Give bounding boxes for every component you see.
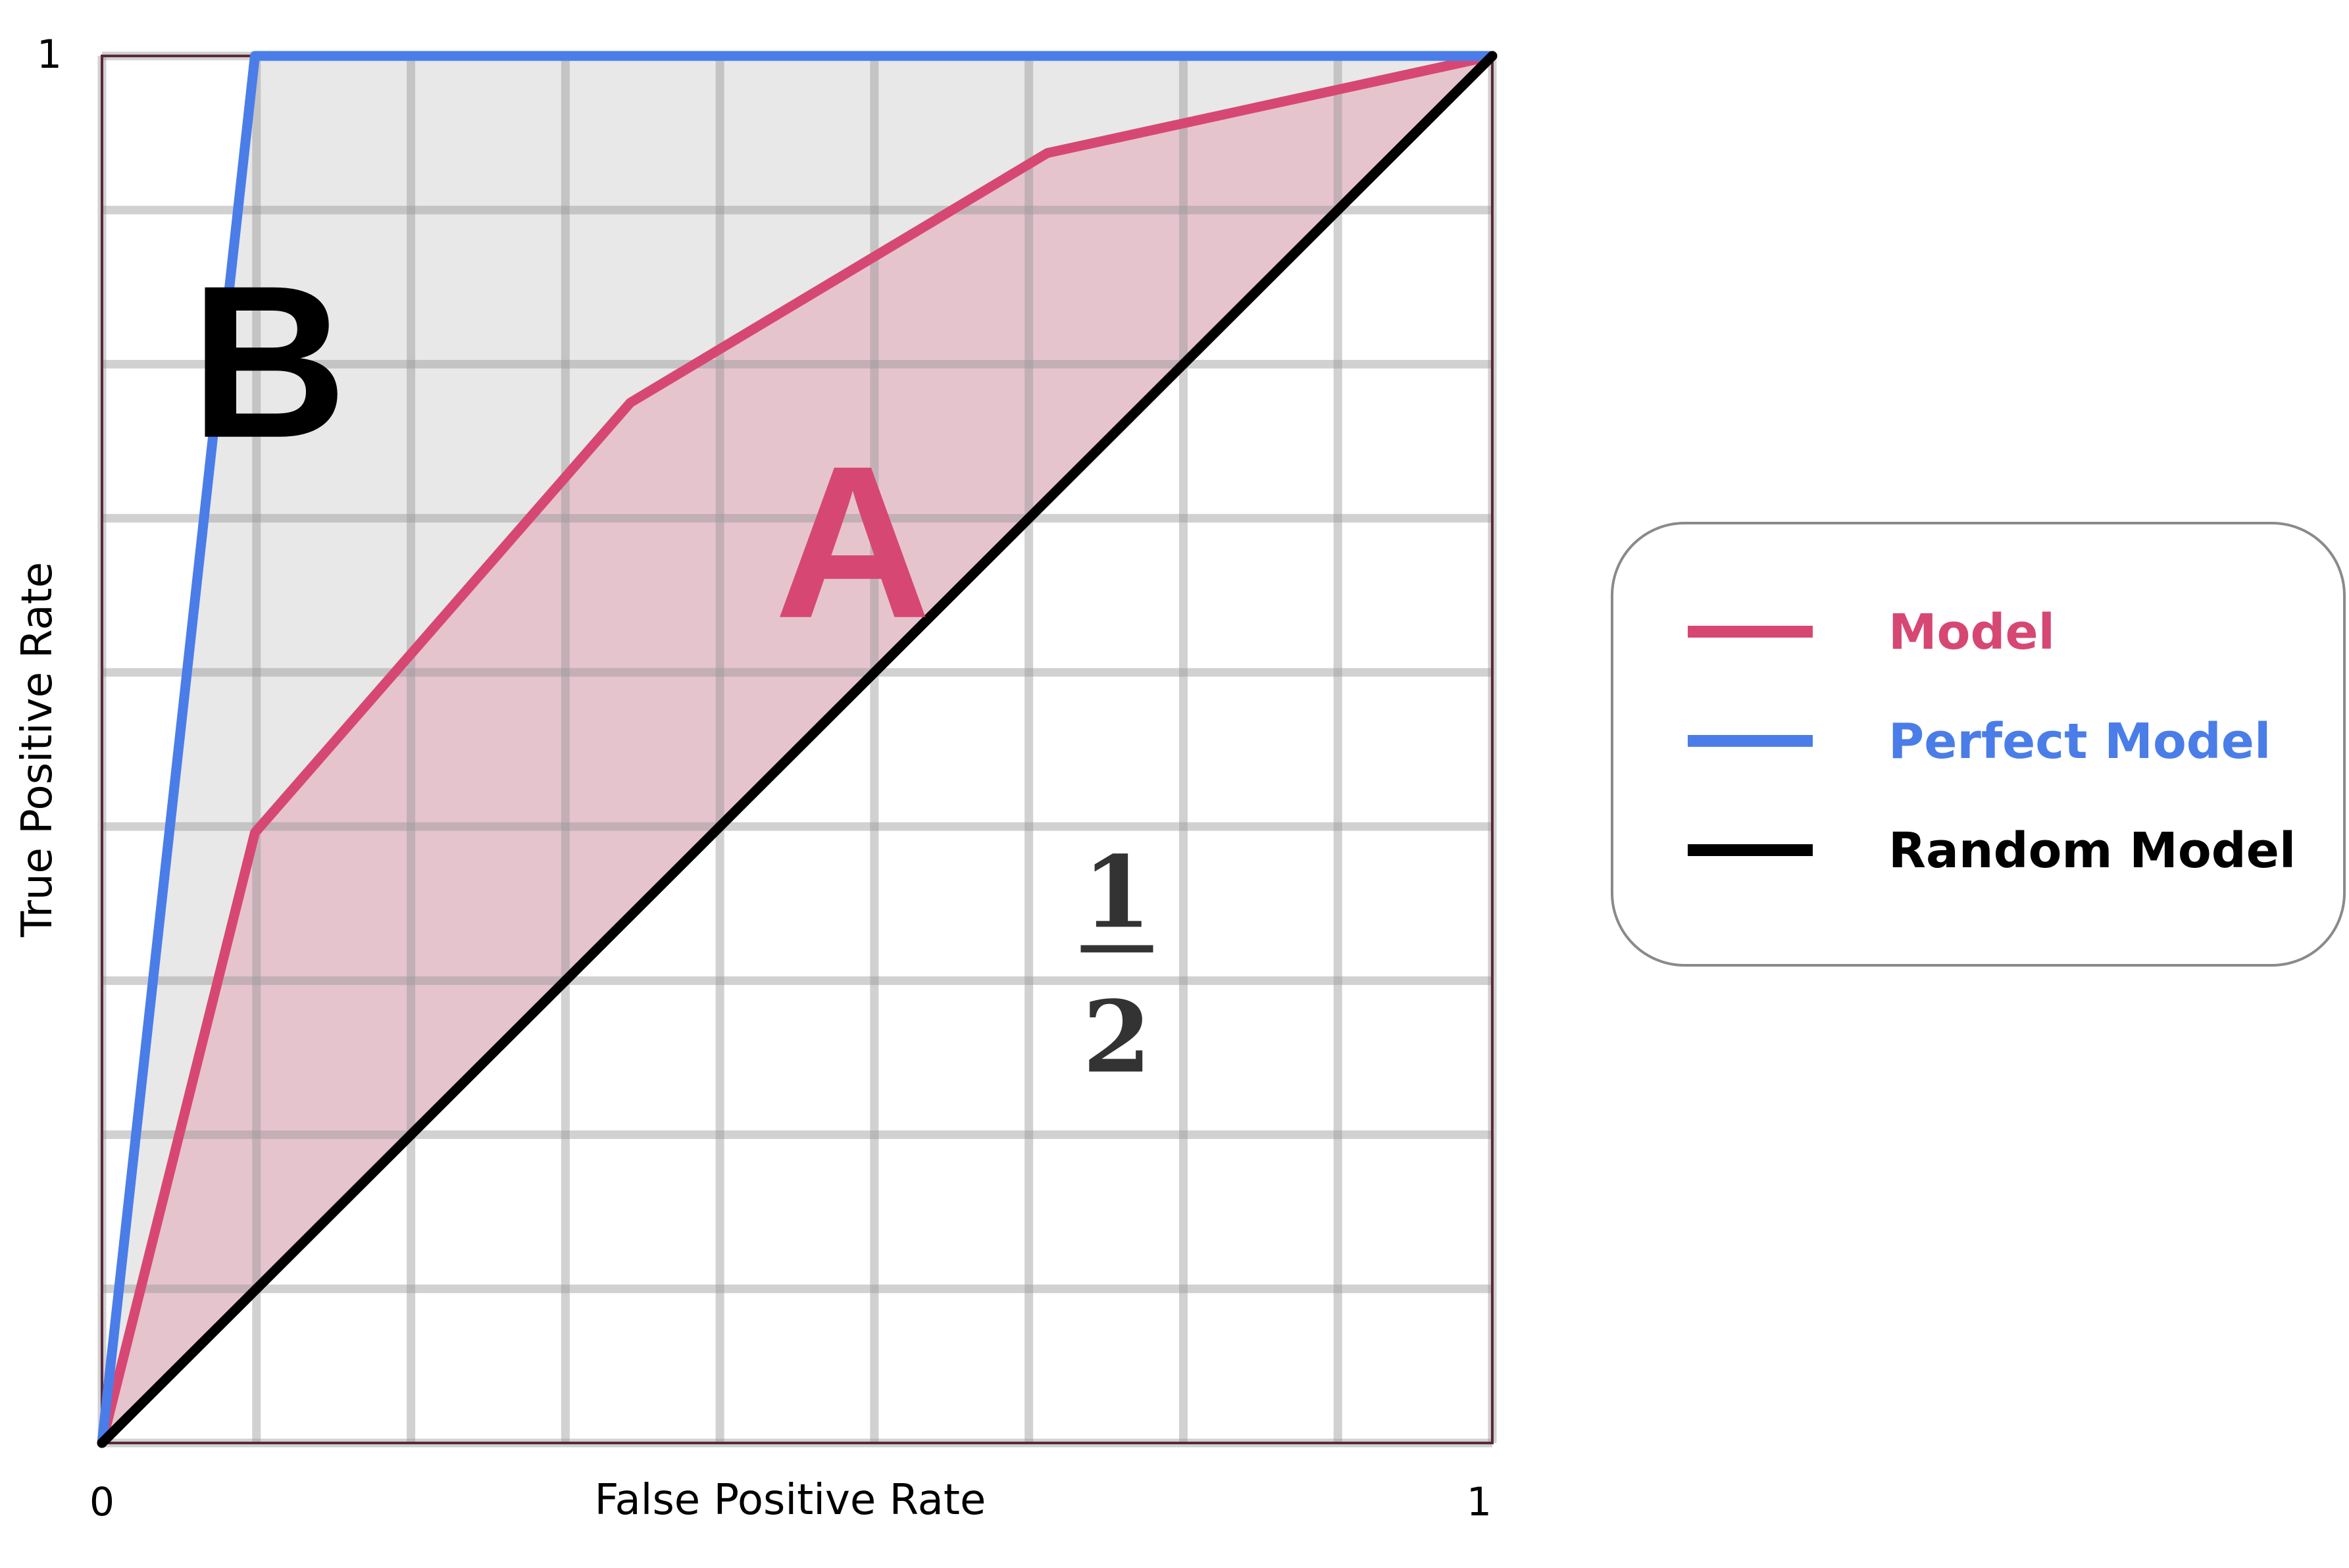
series-line-perfect-model bbox=[97, 51, 1498, 1448]
half-numerator: 1 bbox=[1082, 834, 1151, 950]
y-tick-label-1: 1 bbox=[37, 32, 62, 78]
legend-label-random-model: Random Model bbox=[1888, 822, 2296, 879]
half-fraction: 1 2 bbox=[1080, 834, 1153, 1095]
legend-label-model: Model bbox=[1888, 604, 2055, 661]
half-fraction-bar bbox=[1080, 945, 1153, 953]
region-label-a: A bbox=[774, 420, 931, 663]
series-group bbox=[97, 51, 1498, 1448]
x-axis-label: False Positive Rate bbox=[595, 1476, 986, 1525]
x-tick-label-1: 1 bbox=[1467, 1479, 1492, 1525]
x-tick-label-0: 0 bbox=[89, 1479, 114, 1525]
region-label-b: B bbox=[190, 240, 347, 483]
half-denominator: 2 bbox=[1082, 979, 1151, 1095]
series-line-random-model bbox=[97, 51, 1498, 1448]
y-axis-label: True Positive Rate bbox=[13, 562, 62, 938]
legend-label-perfect-model: Perfect Model bbox=[1888, 713, 2271, 770]
area-b-region bbox=[102, 56, 1492, 1443]
series-line-model bbox=[97, 51, 1498, 1448]
